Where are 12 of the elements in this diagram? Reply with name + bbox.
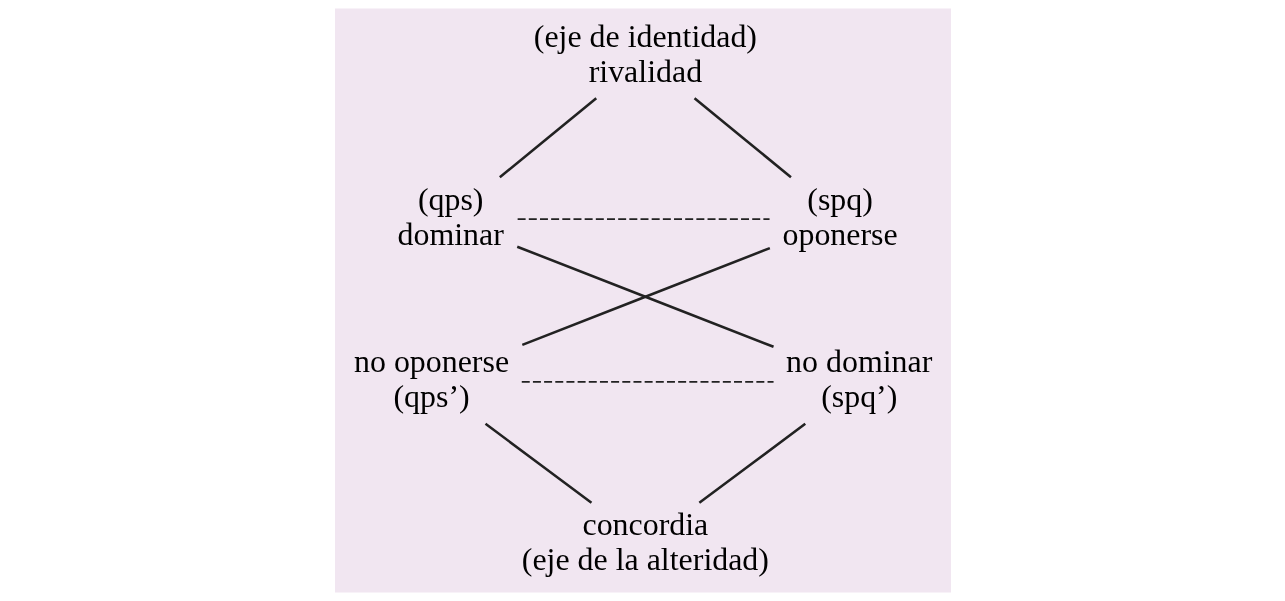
connector: [698, 422, 806, 504]
node-text: (qps) dominar: [397, 181, 504, 252]
node-text: (eje de identidad) rivalidad: [533, 18, 757, 89]
connector: [520, 380, 774, 383]
node-text: (spq) oponerse: [781, 181, 898, 252]
connector: [498, 97, 597, 179]
connector: [693, 97, 792, 179]
connector: [484, 422, 592, 504]
node-text: no oponerse (qps’): [353, 344, 509, 415]
node-text: concordia (eje de la alteridad): [521, 507, 769, 578]
connector: [516, 218, 770, 221]
node-text: no dominar (spq’): [785, 344, 932, 415]
